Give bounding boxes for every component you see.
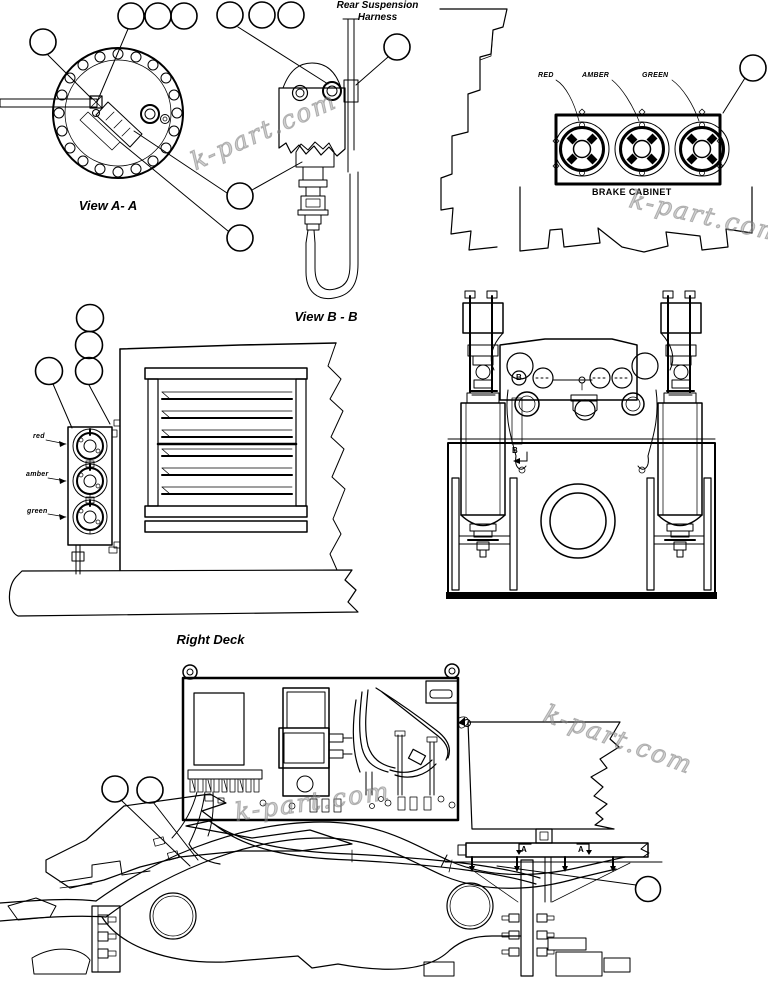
torn-panel-drawing [458, 717, 621, 830]
view-b-caption: View B - B [294, 309, 358, 324]
deck-lamp-green [72, 499, 108, 535]
callout-balloon [170, 2, 198, 30]
left-accumulator [460, 392, 506, 558]
section-a-marker-left: A [521, 845, 527, 854]
callout-balloon [75, 303, 105, 333]
callout-balloon [226, 224, 254, 252]
section-b-marker-1: B [516, 373, 522, 382]
brake-lamp-amber-label: AMBER [582, 72, 610, 79]
brake-lamp-green-label: GREEN [642, 72, 669, 79]
callout-balloon [248, 1, 276, 29]
callout-balloon [74, 330, 104, 360]
callout-balloon [634, 875, 662, 903]
chassis-frame-drawing [0, 775, 662, 977]
view-b-sensor-drawing [216, 1, 411, 300]
right-deck-drawing [8, 303, 359, 617]
left-tower [462, 290, 504, 396]
brake-lamp-red-label: RED [538, 72, 554, 79]
callout-balloon [739, 54, 767, 82]
view-a-caption: View A- A [78, 198, 138, 213]
deck-lamp-red-label: red [33, 433, 45, 440]
brake-lamp-amber [614, 121, 670, 177]
callout-balloon [101, 775, 129, 803]
callout-balloon [117, 2, 145, 30]
callout-balloon [136, 776, 164, 804]
electrical-panel-drawing [153, 663, 469, 861]
view-a-flange-drawing [0, 2, 303, 252]
section-b-marker-2: B [512, 446, 518, 455]
deck-lamp-red [72, 428, 108, 464]
callout-balloon [277, 1, 305, 29]
callout-balloon [383, 33, 411, 61]
right-tower [660, 290, 702, 396]
rear-suspension-harness-label: Rear Suspension Harness [336, 0, 419, 23]
deck-lamp-amber [72, 463, 108, 499]
brake-lamp-green [674, 121, 730, 177]
brake-lamp-red [554, 121, 610, 177]
right-accumulator [657, 392, 703, 558]
brake-cabinet-title: BRAKE CABINET [592, 187, 672, 197]
callout-balloon [74, 356, 104, 386]
deck-lamp-green-label: green [27, 508, 48, 515]
suspension-assembly-drawing [446, 290, 717, 599]
deck-lamp-amber-label: amber [26, 471, 49, 478]
callout-balloon [29, 28, 57, 56]
callout-balloon [216, 1, 244, 29]
callout-balloon [34, 356, 64, 386]
callout-balloon [226, 182, 254, 210]
louver-slats [156, 391, 298, 495]
section-a-marker-right: A [578, 845, 584, 854]
right-deck-caption: Right Deck [176, 632, 245, 647]
brake-cabinet-drawing [439, 8, 767, 253]
mounting-rail-drawing [440, 828, 663, 872]
callout-balloon [144, 2, 172, 30]
